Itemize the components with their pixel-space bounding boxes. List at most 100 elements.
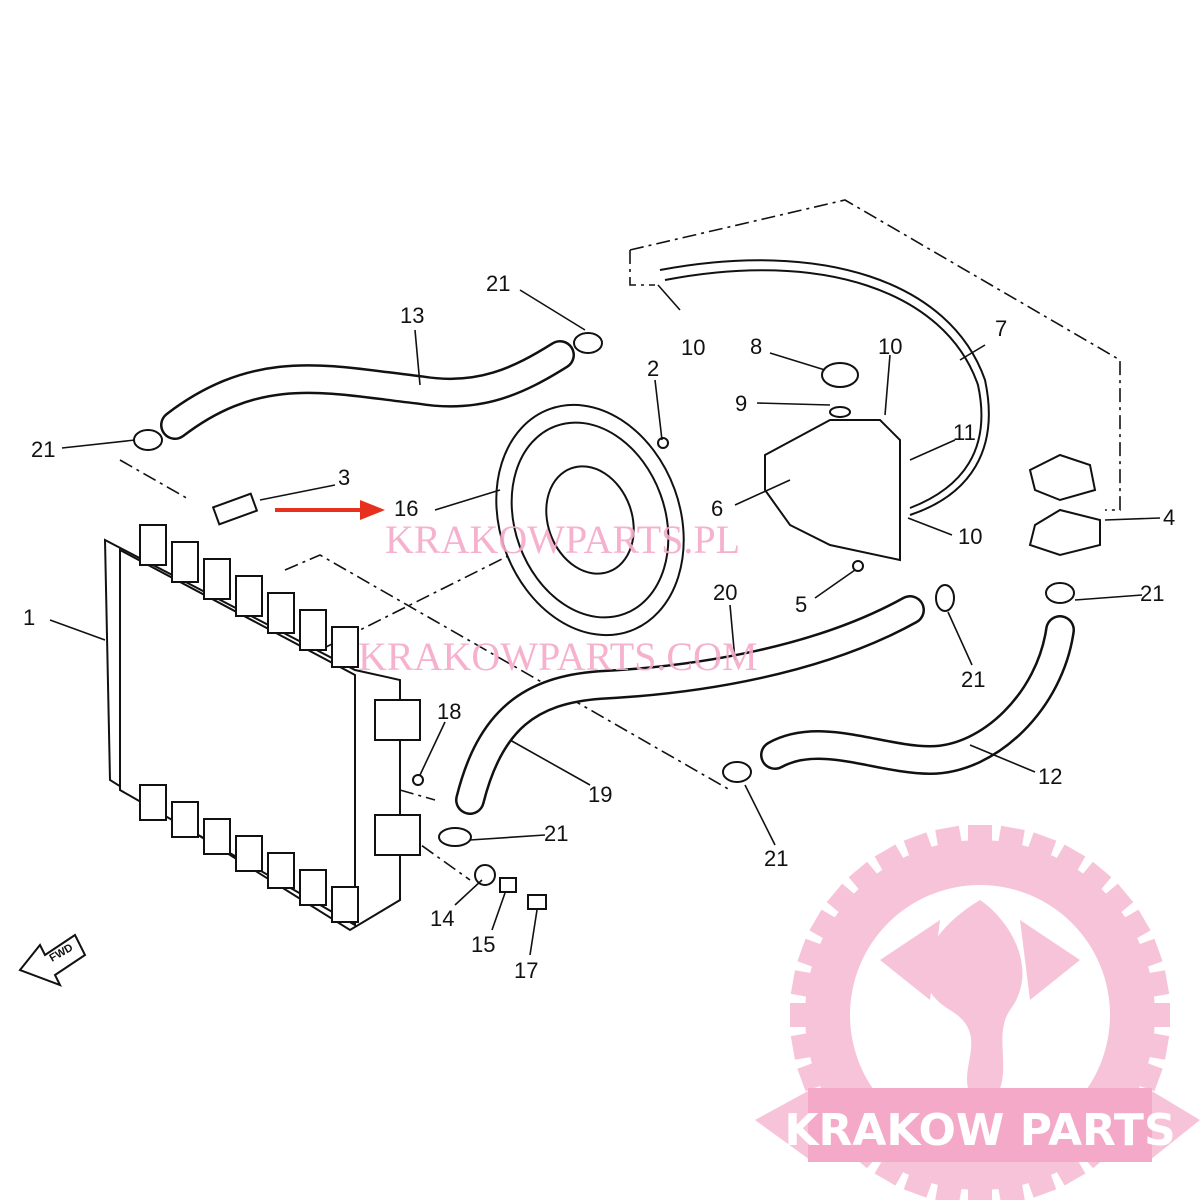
gear-tooth [1023,832,1057,869]
callout-labels: 21 13 10 8 10 7 2 9 11 21 3 16 6 4 10 1 … [23,271,1175,983]
collar-15 [499,877,517,893]
radiator-fin [267,592,295,634]
clamp-21 [1045,582,1075,604]
thermo-switch-3 [211,492,259,526]
callout-21: 21 [764,846,788,871]
callout-18: 18 [437,699,461,724]
callout-21: 21 [544,821,568,846]
clamp-21 [573,332,603,354]
gear-tooth [995,825,1025,860]
callout-21: 21 [486,271,510,296]
gear-tooth [1112,909,1151,946]
gear-tooth [790,1003,820,1027]
gear-tooth [1049,844,1086,883]
callout-7: 7 [995,316,1007,341]
bolt-5 [852,560,864,572]
radiator-fin [235,835,263,872]
gear-tooth [1126,938,1163,972]
watermark-com: KRAKOWPARTS.COM [358,634,758,679]
leader-lines [49,284,1161,956]
gear-tooth [874,844,911,883]
overflow-hose-7 [659,259,990,516]
radiator-fin [267,852,295,889]
grommet-14 [474,864,496,886]
callout-10: 10 [681,335,705,360]
washer-9 [829,406,851,418]
highlight-arrow-icon [275,500,385,520]
callout-3: 3 [338,465,350,490]
gear-tooth [1126,1058,1163,1092]
logo-text: KRAKOW PARTS [784,1105,1175,1156]
gear-tooth [1094,883,1134,922]
reservoir-tank-6 [764,362,901,562]
gear-tooth [903,832,937,869]
radiator-fin [139,784,167,821]
gear-tooth [1135,970,1170,1000]
callout-14: 14 [430,906,454,931]
gear-tooth [995,1170,1025,1200]
gear-tooth [935,1170,965,1200]
callout-1: 1 [23,605,35,630]
radiator-fin [171,801,199,838]
radiator-fin [203,558,231,600]
gear-tooth [826,883,866,922]
callout-12: 12 [1038,764,1062,789]
callout-13: 13 [400,303,424,328]
callout-4: 4 [1163,505,1175,530]
clamp-21 [133,429,163,451]
gear-tooth [1073,861,1112,901]
reference-dashed-line [629,199,1121,511]
fwd-arrow-icon: FWD [18,933,87,987]
gear-tooth [790,970,825,1000]
radiator-cap-4 [1028,453,1101,557]
krakow-parts-logo: KRAKOW PARTS [755,825,1200,1200]
callout-8: 8 [750,334,762,359]
reference-dashed-line [119,459,471,881]
clamp-21 [722,761,752,783]
gear-tooth [797,938,834,972]
radiator-fin [171,541,199,583]
gear-tooth [903,1161,937,1198]
radiator-fin [235,575,263,617]
gear-tooth [1140,1003,1170,1027]
callout-10: 10 [958,524,982,549]
gear-tooth [797,1058,834,1092]
callout-19: 19 [588,782,612,807]
gear-tooth [790,1030,825,1060]
radiator-fin [299,609,327,651]
callout-21: 21 [961,667,985,692]
callout-5: 5 [795,592,807,617]
reference-dashed-line [284,554,731,791]
callout-21: 21 [31,437,55,462]
gear-tooth [1135,1030,1170,1060]
gear-tooth [968,825,992,855]
bolt-2 [657,437,669,449]
radiator-fin [203,818,231,855]
small-parts [133,332,1075,910]
callout-9: 9 [735,391,747,416]
gear-tooth [848,861,887,901]
callout-21: 21 [1140,581,1164,606]
callout-20: 20 [713,580,737,605]
callout-17: 17 [514,958,538,983]
gear-tooth [968,1175,992,1200]
callout-15: 15 [471,932,495,957]
radiator-fin [331,886,359,923]
radiator-fin [299,869,327,906]
watermark-pl: KRAKOWPARTS.PL [385,517,740,562]
reference-dashed-line [629,250,655,286]
fan-motor-16 [495,403,685,637]
gear-tooth [809,909,848,946]
radiator [103,524,421,932]
clamp-21 [935,584,955,612]
radiator-fin [331,626,359,668]
bolt-17 [527,894,547,910]
radiator-fin [139,524,167,566]
callout-2: 2 [647,356,659,381]
callout-6: 6 [711,496,723,521]
callout-10: 10 [878,334,902,359]
callout-16: 16 [394,496,418,521]
callout-11: 11 [953,420,976,445]
